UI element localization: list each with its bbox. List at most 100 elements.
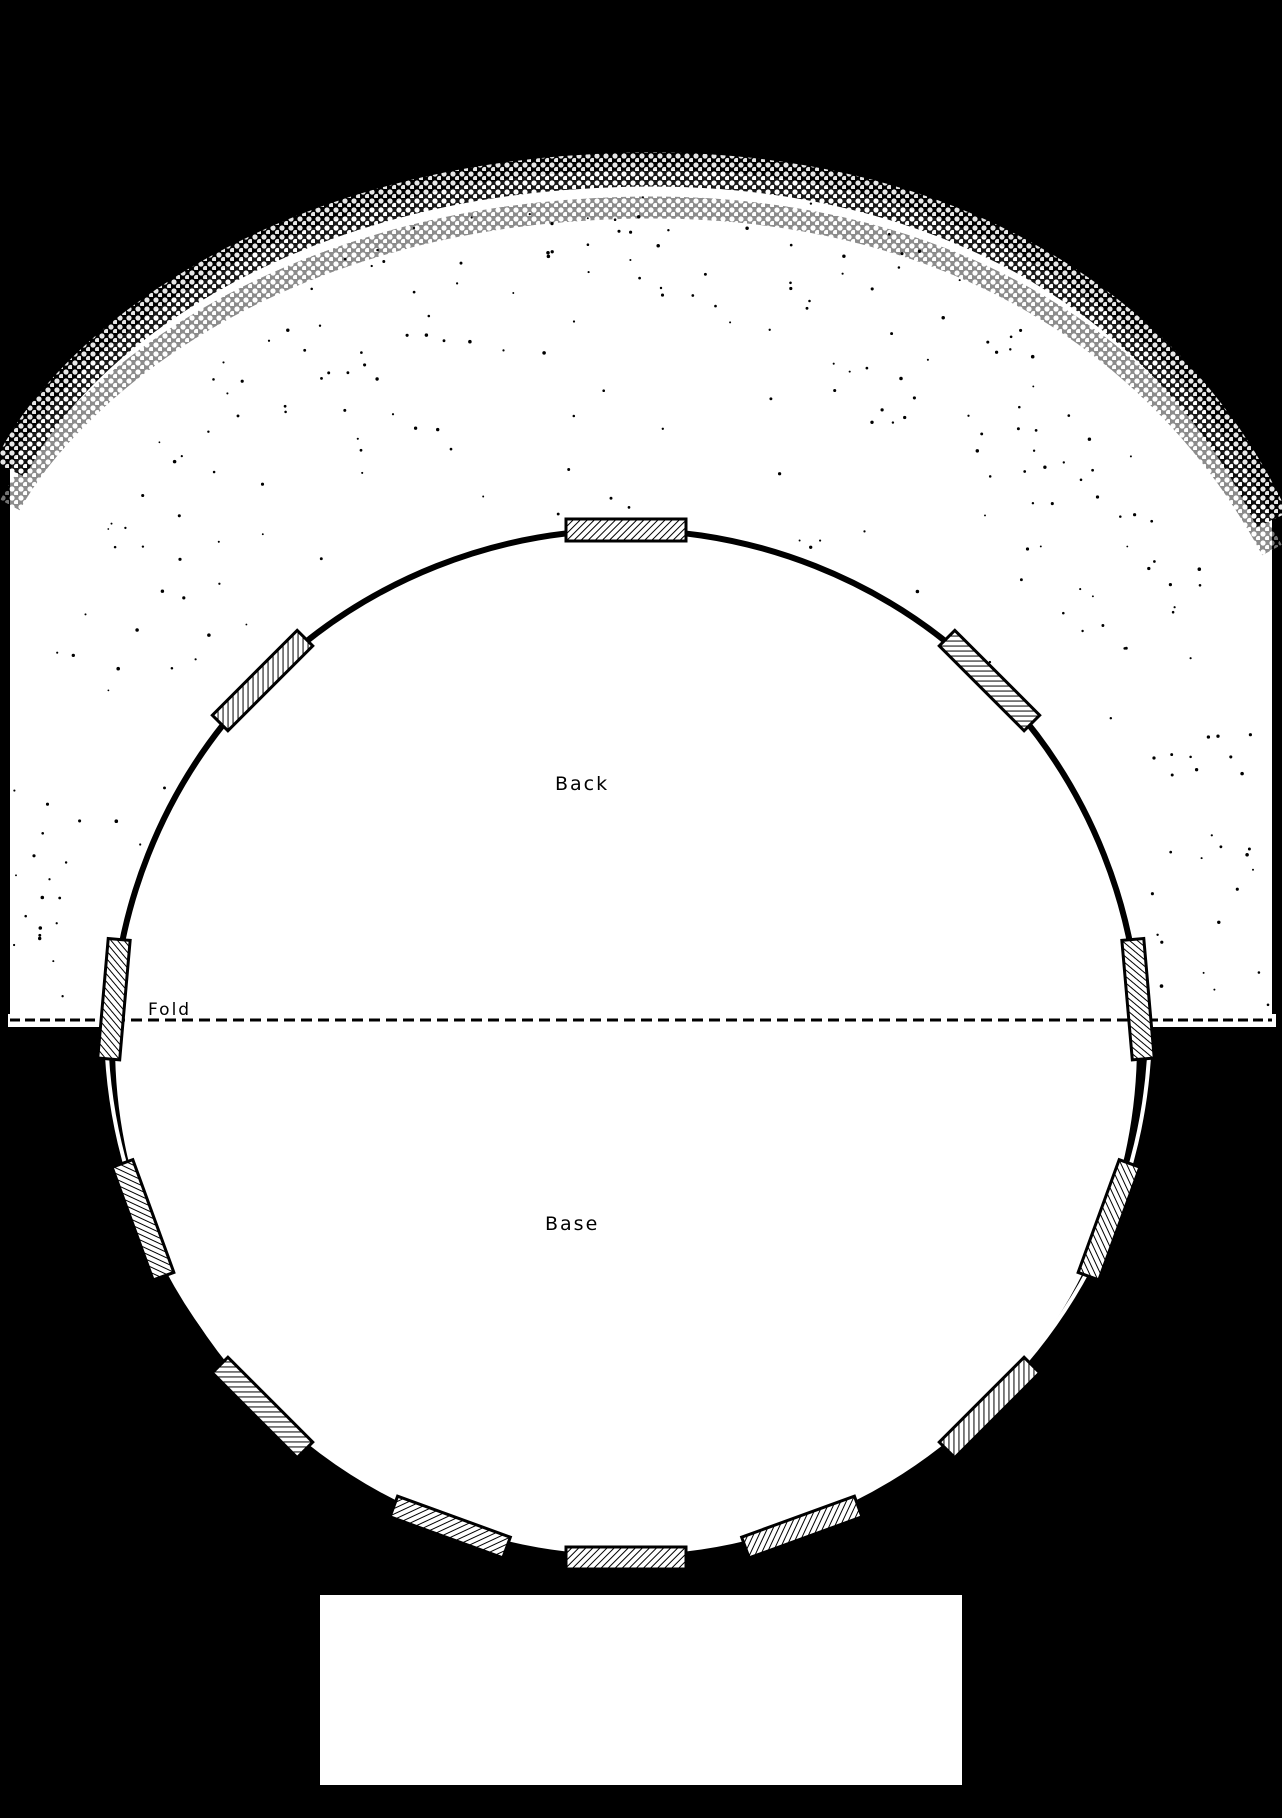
- stipple-dot: [1032, 449, 1036, 452]
- stipple-dot: [1147, 566, 1151, 571]
- stipple-dot: [915, 589, 920, 594]
- stipple-dot: [984, 514, 986, 517]
- stipple-dot: [789, 243, 793, 247]
- stipple-dot: [1170, 753, 1174, 757]
- stipple-dot: [61, 995, 64, 998]
- stipple-dot: [714, 304, 717, 308]
- stipple-dot: [691, 294, 695, 297]
- stipple-dot: [1009, 348, 1012, 351]
- stipple-dot: [182, 596, 186, 600]
- stipple-dot: [375, 377, 379, 381]
- stipple-dot: [586, 217, 589, 220]
- stipple-dot: [1119, 515, 1122, 518]
- stipple-dot: [1173, 606, 1176, 609]
- stipple-dot: [819, 539, 822, 542]
- stipple-dot: [769, 397, 773, 401]
- hatched-tab-10: [110, 1157, 176, 1282]
- stipple-dot: [310, 287, 313, 291]
- hatched-tab-2: [937, 628, 1042, 733]
- stipple-dot: [777, 472, 782, 476]
- stipple-dot: [1153, 560, 1156, 563]
- stipple-dot: [988, 660, 992, 664]
- stipple-dot: [1152, 756, 1156, 760]
- stipple-dot: [212, 470, 216, 474]
- stipple-dot: [667, 228, 670, 232]
- stipple-dot: [546, 251, 550, 255]
- stipple-dot: [941, 315, 945, 320]
- stipple-dot: [1030, 354, 1035, 359]
- stipple-dot: [1216, 734, 1220, 738]
- stipple-dot: [114, 819, 119, 823]
- stipple-dot: [359, 448, 363, 452]
- stipple-dot: [842, 254, 846, 258]
- fold-line-right-stub: [1146, 1014, 1276, 1027]
- stipple-dot: [412, 290, 416, 294]
- stipple-dot: [436, 427, 440, 432]
- stipple-dot: [318, 324, 322, 327]
- stipple-dot: [391, 413, 395, 416]
- stipple-dot: [116, 666, 120, 671]
- stipple-dot: [1245, 853, 1249, 857]
- stipple-dot: [1126, 545, 1129, 548]
- label-back: Back: [555, 773, 609, 795]
- hatched-tab-12: [210, 628, 315, 733]
- stipple-dot: [986, 340, 990, 344]
- stipple-dot: [1235, 887, 1239, 891]
- stipple-dot: [703, 272, 707, 276]
- stipple-dot: [303, 348, 307, 352]
- stipple-dot: [660, 293, 665, 297]
- stipple-dot: [900, 252, 904, 256]
- stipple-dot: [1156, 933, 1159, 936]
- stipple-dot: [572, 320, 576, 323]
- stipple-dot: [1023, 470, 1027, 473]
- stipple-dot: [809, 545, 813, 549]
- stipple-dot: [343, 408, 347, 412]
- stipple-dot: [124, 526, 127, 530]
- stipple-dot: [170, 667, 174, 670]
- stipple-dot: [1229, 755, 1233, 759]
- stipple-dot: [656, 244, 660, 248]
- stipple-dot: [482, 495, 485, 498]
- stipple-dot: [1016, 427, 1020, 431]
- stipple-dot: [917, 249, 922, 254]
- stipple-dot: [550, 222, 554, 226]
- stipple-dot: [1091, 595, 1094, 598]
- label-fold: Fold: [148, 1000, 191, 1020]
- stipple-dot: [107, 528, 110, 530]
- stipple-dot: [38, 926, 43, 930]
- stipple-dot: [370, 264, 373, 268]
- hatched-tab-8: [388, 1494, 513, 1560]
- stipple-dot: [659, 286, 663, 290]
- stipple-dot: [980, 432, 984, 436]
- stipple-dot: [78, 819, 82, 823]
- stipple-dot: [356, 437, 359, 440]
- stipple-dot: [1032, 385, 1035, 388]
- label-base: Base: [545, 1213, 599, 1235]
- stipple-dot: [163, 786, 166, 790]
- stipple-dot: [832, 362, 835, 365]
- stipple-dot: [546, 254, 551, 259]
- stipple-dot: [405, 333, 409, 337]
- stipple-dot: [627, 506, 631, 509]
- hatched-tab-9: [210, 1355, 315, 1460]
- stipple-dot: [56, 651, 59, 654]
- stipple-dot: [1248, 733, 1252, 737]
- stipple-dot: [1034, 429, 1038, 432]
- stipple-dot: [1213, 988, 1216, 991]
- stipple-dot: [218, 582, 221, 585]
- stipple-dot: [1150, 519, 1154, 523]
- stipple-dot: [449, 447, 453, 451]
- stipple-dot: [40, 895, 45, 900]
- stipple-dot: [41, 831, 45, 835]
- stipple-dot: [789, 286, 793, 291]
- stipple-dot: [1079, 588, 1082, 591]
- stipple-dot: [636, 215, 641, 219]
- stipple-dot: [1101, 624, 1105, 627]
- stipple-dot: [13, 943, 16, 947]
- stipple-dot: [107, 689, 110, 692]
- stipple-dot: [177, 514, 181, 518]
- stipple-dot: [1202, 971, 1205, 974]
- stipple-dot: [890, 332, 894, 336]
- stipple-dot: [382, 260, 386, 263]
